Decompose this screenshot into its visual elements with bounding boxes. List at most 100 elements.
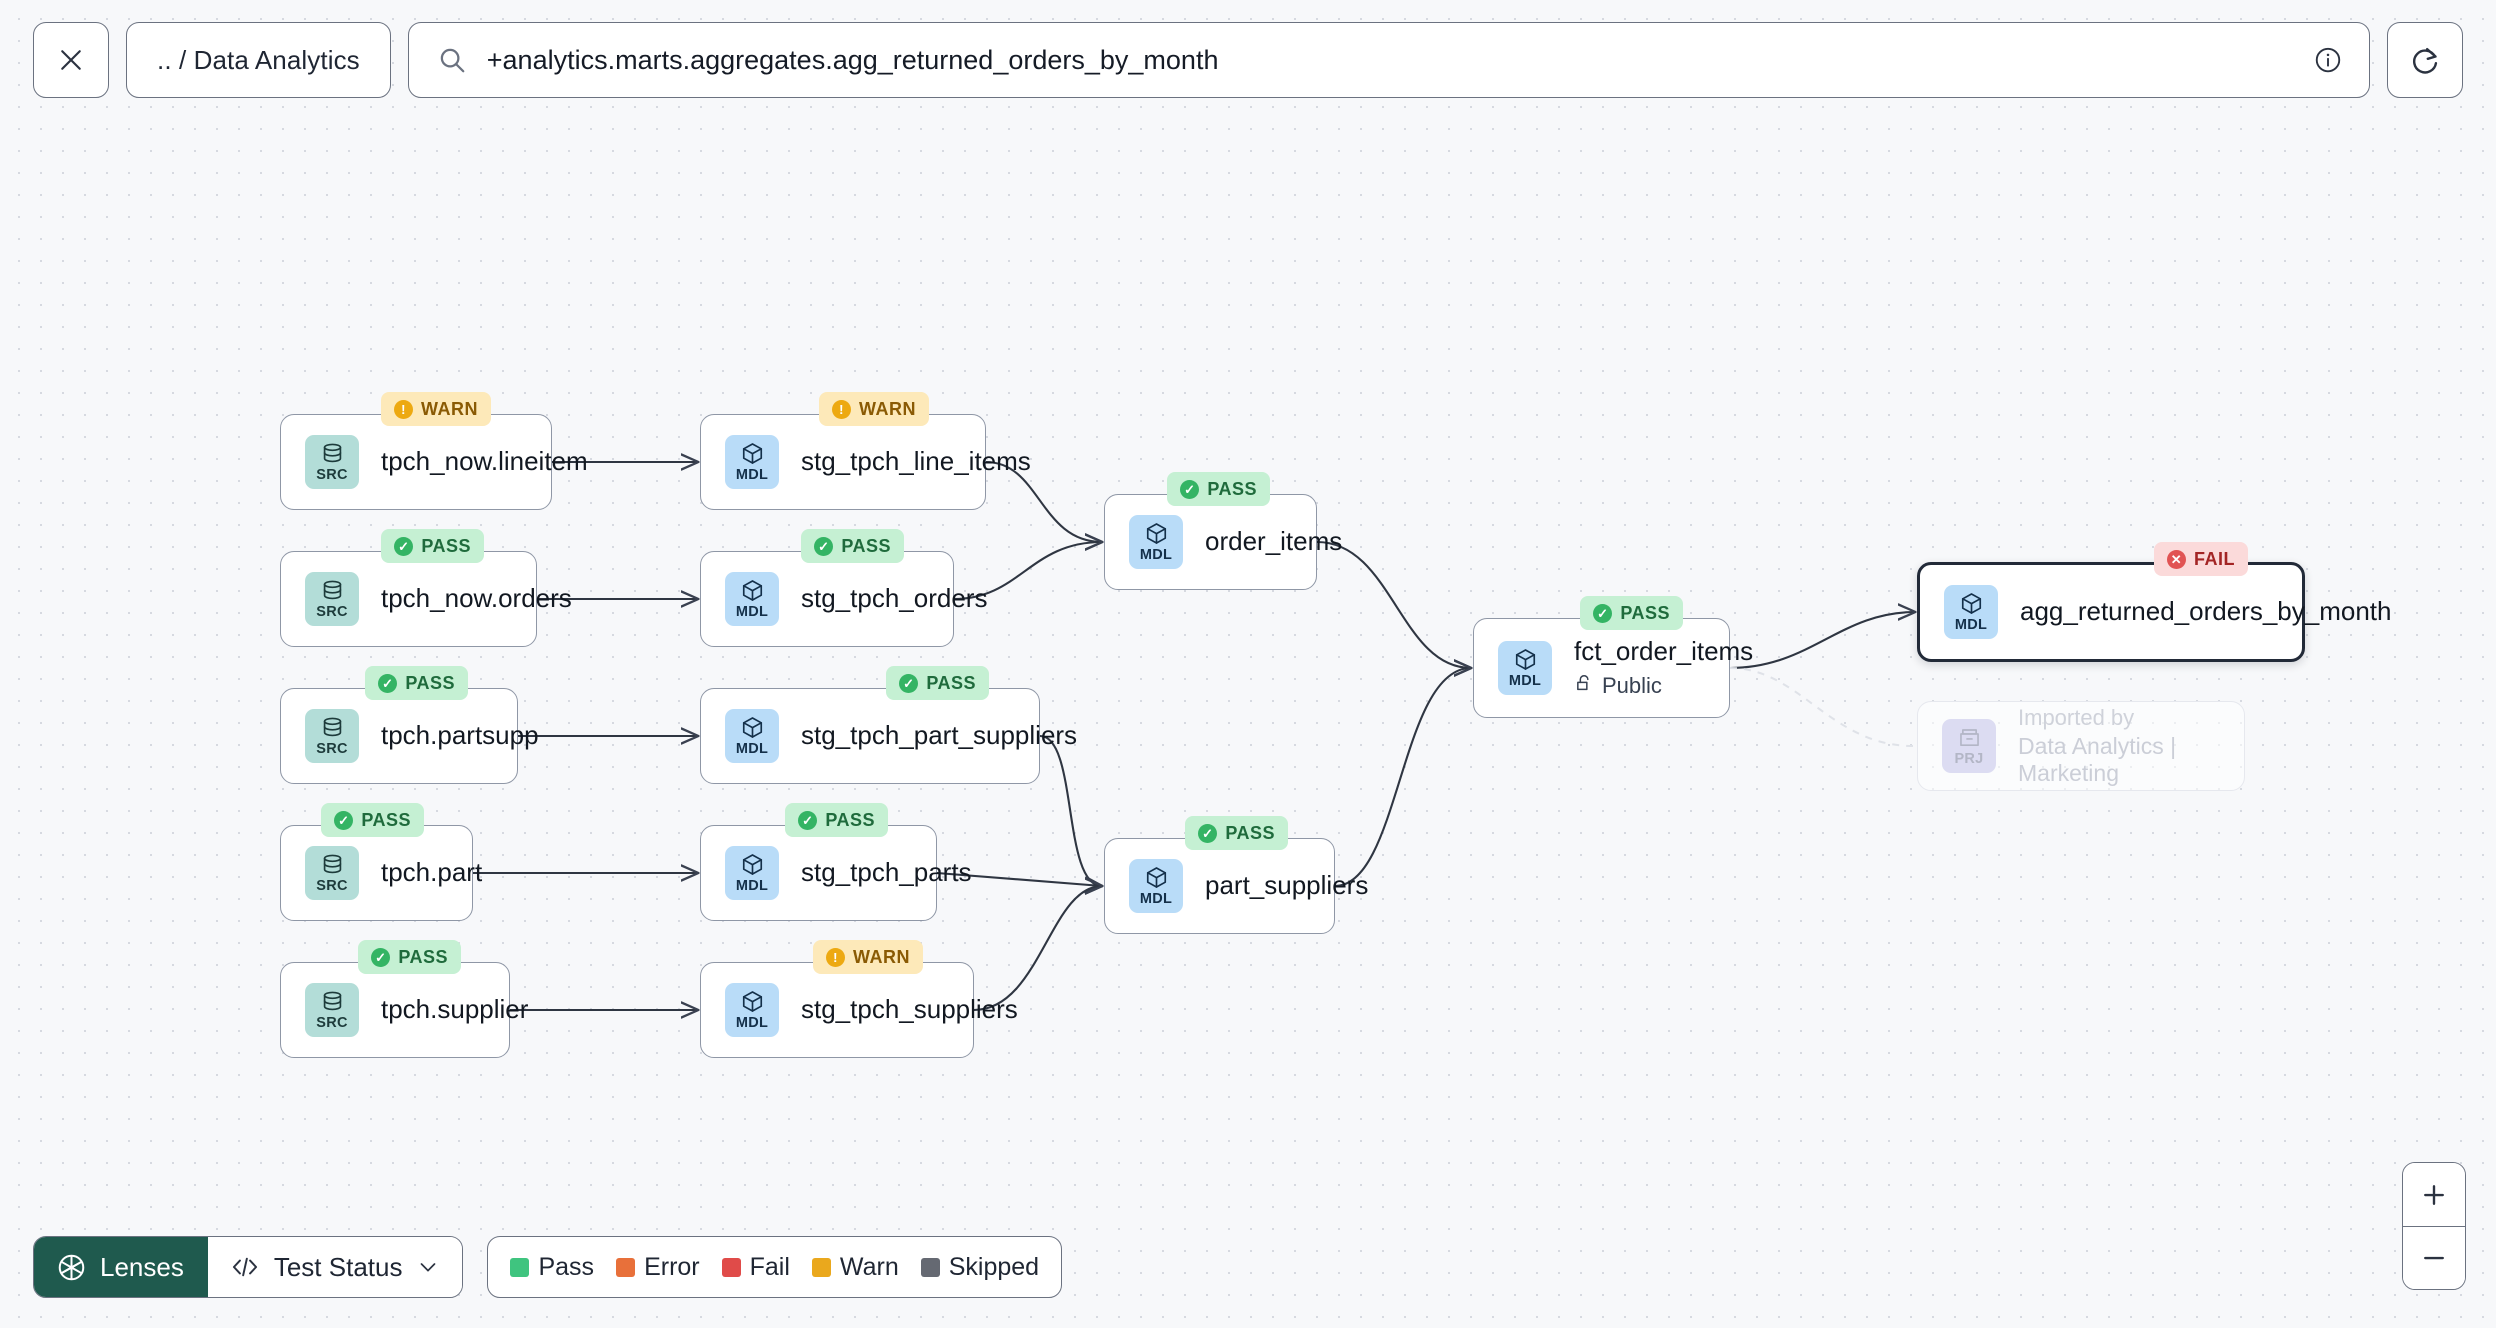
node-type-label: SRC — [316, 467, 348, 484]
graph-node-tpch_now_orders[interactable]: SRC tpch_now.orders ✓ PASS — [280, 529, 572, 647]
close-icon — [56, 45, 86, 75]
node-title: tpch.supplier — [381, 994, 529, 1025]
status-badge-label: PASS — [421, 535, 471, 556]
mdl-node-type-icon: MDL — [1129, 859, 1183, 913]
status-dot-icon: ✓ — [371, 947, 391, 967]
status-badge-pass: ✓ PASS — [1580, 596, 1683, 630]
node-subtitle-label: Public — [1602, 672, 1662, 698]
mdl-node-type-icon: MDL — [1944, 585, 1998, 639]
graph-node-stg_tpch_part_suppliers[interactable]: MDL stg_tpch_part_suppliers ✓ PASS — [700, 666, 1078, 784]
node-title: tpch_now.orders — [381, 583, 572, 614]
plus-icon — [2419, 1180, 2449, 1210]
legend-label: Warn — [839, 1252, 899, 1281]
mdl-node-type-icon: MDL — [725, 435, 779, 489]
node-type-label: MDL — [1139, 547, 1173, 564]
lens-selector[interactable]: Test Status — [207, 1237, 463, 1297]
breadcrumb[interactable]: .. / Data Analytics — [126, 22, 391, 98]
mdl-node-type-icon: MDL — [725, 983, 779, 1037]
src-node-type-icon: SRC — [305, 572, 359, 626]
graph-node-stg_tpch_line_items[interactable]: MDL stg_tpch_line_items !WARN — [700, 392, 1031, 510]
lens-control-group: Lenses Test Status — [33, 1236, 464, 1298]
status-dot-icon: ✓ — [798, 810, 818, 830]
status-dot-icon: ✓ — [899, 673, 919, 693]
refresh-icon — [2409, 44, 2441, 76]
node-title: stg_tpch_orders — [801, 583, 988, 614]
lenses-button[interactable]: Lenses — [34, 1237, 208, 1297]
status-dot-icon: ✓ — [394, 536, 414, 556]
node-body: part_suppliers — [1205, 870, 1369, 901]
legend-label: Fail — [749, 1252, 790, 1281]
breadcrumb-label: .. / Data Analytics — [157, 44, 360, 75]
legend-item-warn[interactable]: Warn — [811, 1252, 899, 1282]
legend-item-fail[interactable]: Fail — [721, 1252, 790, 1282]
status-badge-label: PASS — [1620, 602, 1670, 623]
zoom-in-button[interactable] — [2403, 1163, 2465, 1226]
status-legend: Pass Error Fail Warn Skipped — [487, 1236, 1063, 1298]
search-input[interactable]: +analytics.marts.aggregates.agg_returned… — [486, 44, 1219, 75]
status-badge-pass: ✓ PASS — [365, 666, 468, 700]
node-title: stg_tpch_part_suppliers — [801, 720, 1078, 751]
node-type-label: SRC — [316, 878, 348, 895]
node-type-label: MDL — [735, 741, 769, 758]
node-type-label: SRC — [316, 1015, 348, 1032]
status-badge-label: PASS — [405, 672, 455, 693]
lenses-label: Lenses — [100, 1251, 184, 1282]
refresh-button[interactable] — [2387, 22, 2463, 98]
legend-item-pass[interactable]: Pass — [510, 1253, 594, 1282]
node-body: tpch.partsupp — [381, 720, 539, 751]
mdl-node-type-icon: MDL — [725, 709, 779, 763]
status-badge-label: PASS — [926, 672, 976, 693]
legend-swatch — [510, 1257, 530, 1277]
node-type-label: MDL — [735, 467, 769, 484]
close-button[interactable] — [33, 22, 109, 98]
node-title: part_suppliers — [1205, 870, 1369, 901]
graph-node-tpch_supplier[interactable]: SRC tpch.supplier ✓ PASS — [280, 940, 529, 1058]
status-badge-label: PASS — [841, 535, 891, 556]
status-dot-icon: ✓ — [814, 536, 834, 556]
node-subtitle: Public — [1574, 673, 1705, 699]
node-body: stg_tpch_orders — [801, 583, 988, 614]
info-icon[interactable] — [2313, 45, 2343, 75]
status-badge-pass: ✓PASS — [1185, 816, 1288, 850]
node-body: tpch_now.lineitem — [381, 446, 588, 477]
status-badge-pass: ✓ PASS — [358, 940, 461, 974]
node-title: stg_tpch_line_items — [801, 446, 1031, 477]
node-body: tpch_now.orders — [381, 583, 572, 614]
mdl-node-type-icon: MDL — [1129, 515, 1183, 569]
status-badge-label: PASS — [825, 809, 875, 830]
status-badge-pass: ✓ PASS — [785, 803, 888, 837]
node-type-label: MDL — [735, 604, 769, 621]
legend-item-skipped[interactable]: Skipped — [920, 1253, 1039, 1282]
graph-node-part_suppliers[interactable]: MDL part_suppliers ✓PASS — [1104, 816, 1369, 934]
status-badge-pass: ✓PASS — [321, 803, 424, 837]
mdl-node-type-icon: MDL — [725, 846, 779, 900]
node-body: stg_tpch_part_suppliers — [801, 720, 1078, 751]
search-bar[interactable]: +analytics.marts.aggregates.agg_returned… — [407, 22, 2370, 98]
minus-icon — [2419, 1243, 2449, 1273]
legend-item-error[interactable]: Error — [616, 1253, 700, 1282]
status-badge-warn: !WARN — [819, 392, 929, 426]
node-title: Imported by — [2018, 704, 2135, 730]
status-badge-label: PASS — [398, 946, 448, 967]
status-dot-icon: ✓ — [378, 673, 398, 693]
node-type-label: PRJ — [1954, 751, 1984, 768]
zoom-out-button[interactable] — [2403, 1226, 2465, 1289]
src-node-type-icon: SRC — [305, 435, 359, 489]
status-dot-icon: ✕ — [2167, 549, 2186, 569]
graph-node-stg_tpch_orders[interactable]: MDL stg_tpch_orders ✓ PASS — [700, 529, 988, 647]
status-dot-icon: ✓ — [1593, 603, 1613, 623]
